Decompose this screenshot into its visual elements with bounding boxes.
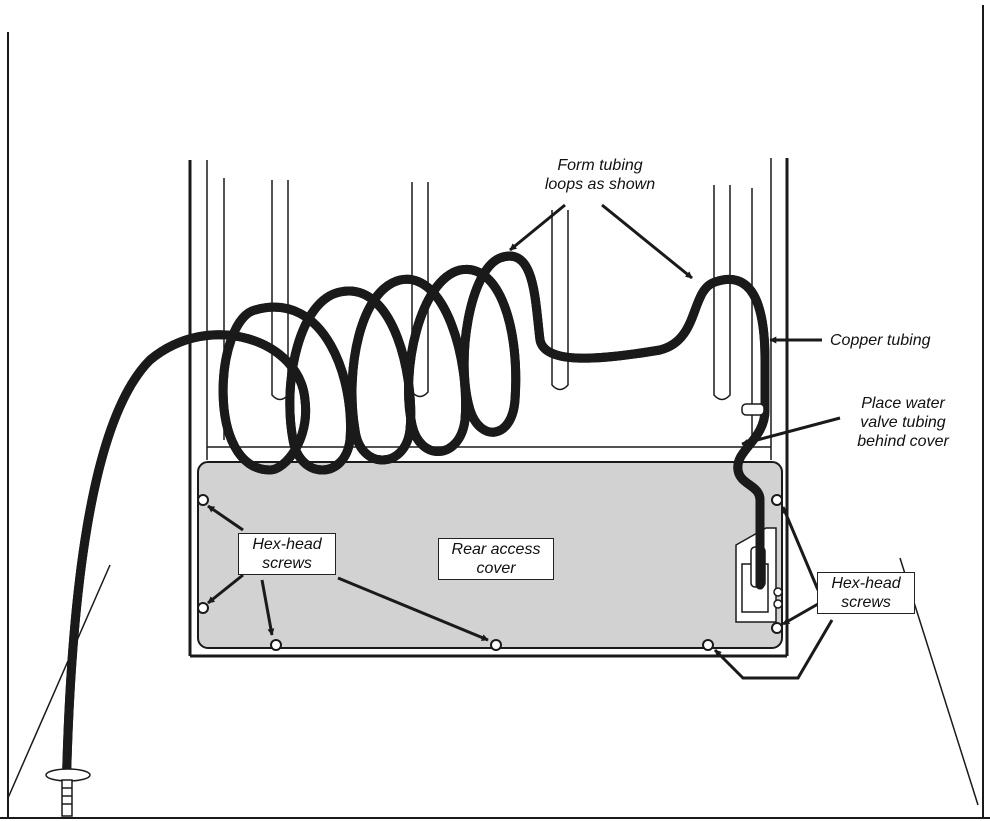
hex-head-left-line-2: screws — [262, 555, 312, 572]
form-tubing-label: Form tubing loops as shown — [515, 156, 685, 194]
copper-tubing — [61, 256, 770, 805]
arrow — [781, 506, 820, 591]
screw — [490, 639, 502, 651]
hex-head-left-line-1: Hex-head — [252, 536, 322, 553]
rear-access-cover-label: Rear access cover — [438, 538, 554, 580]
arrow — [207, 573, 244, 605]
hex-head-right-line-1: Hex-head — [831, 575, 901, 592]
cabinet-outline — [0, 5, 990, 819]
copper-tubing-text: Copper tubing — [830, 332, 931, 349]
arrow — [207, 504, 244, 532]
rear-access-cover-line-2: cover — [476, 560, 516, 577]
screw — [771, 622, 783, 634]
hex-head-screws-right-label: Hex-head screws — [817, 572, 915, 614]
hex-head-screws-left-label: Hex-head screws — [238, 533, 336, 575]
screw — [197, 494, 209, 506]
screw — [270, 639, 282, 651]
place-water-valve-line-1: Place water — [861, 395, 945, 412]
arrow — [782, 602, 819, 626]
arrow — [741, 416, 841, 446]
arrow — [337, 576, 489, 642]
hex-head-right-line-2: screws — [841, 594, 891, 611]
place-water-valve-label: Place water valve tubing behind cover — [838, 394, 968, 451]
arrow — [509, 203, 566, 252]
arrow — [260, 579, 275, 636]
rear-access-cover-line-1: Rear access — [451, 541, 541, 558]
hex-head-screws — [197, 494, 783, 651]
arrow — [713, 619, 834, 680]
leader-arrows — [207, 203, 841, 680]
place-water-valve-line-3: behind cover — [857, 433, 949, 450]
form-tubing-line-2: loops as shown — [544, 176, 656, 193]
supply-fitting — [45, 768, 91, 817]
screw — [197, 602, 209, 614]
screw — [771, 494, 783, 506]
arrow — [601, 203, 693, 280]
tubing-coupling — [741, 403, 765, 416]
copper-tubing-label: Copper tubing — [830, 331, 931, 350]
place-water-valve-line-2: valve tubing — [860, 414, 946, 431]
form-tubing-line-1: Form tubing — [557, 157, 643, 174]
screw — [702, 639, 714, 651]
